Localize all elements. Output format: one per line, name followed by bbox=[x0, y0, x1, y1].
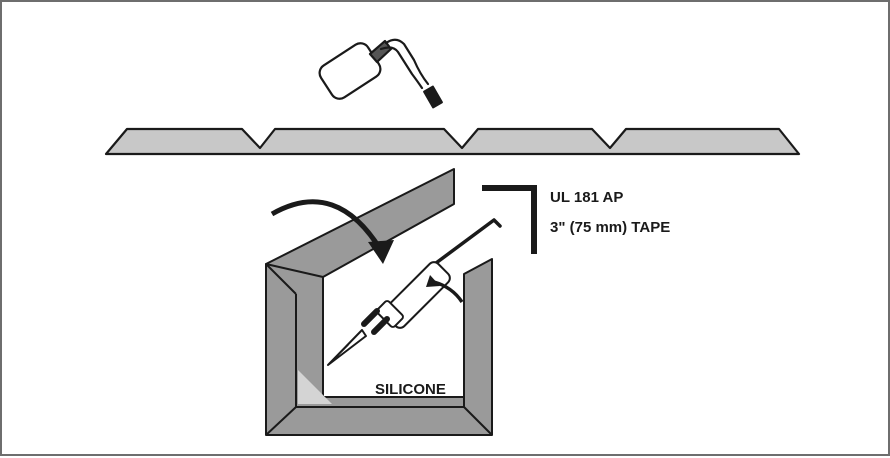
corrugated-panel bbox=[104, 127, 801, 156]
caulk-gun bbox=[327, 218, 502, 366]
duct-box bbox=[265, 258, 493, 436]
apply-arrow bbox=[426, 275, 464, 304]
tape-label-line1: UL 181 AP bbox=[550, 189, 623, 206]
fold-arrow bbox=[270, 199, 394, 264]
sealant-applicator-bottle bbox=[318, 38, 443, 109]
tape-label-line2: 3" (75 mm) TAPE bbox=[550, 219, 670, 236]
silicone-bead-corner bbox=[298, 370, 332, 404]
tape-callout bbox=[482, 185, 537, 254]
silicone-label: SILICONE bbox=[375, 381, 446, 398]
